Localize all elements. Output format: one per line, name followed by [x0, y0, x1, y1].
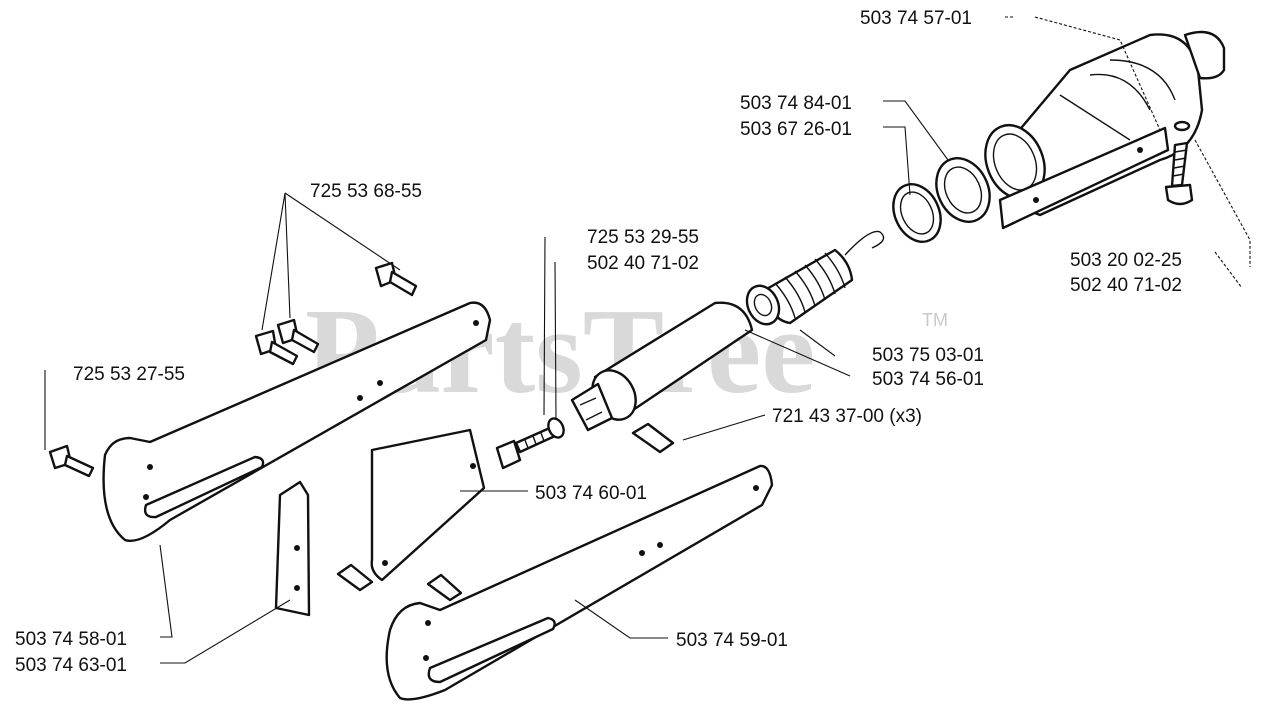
leader-lines	[44, 16, 1251, 664]
bushing-rings-part[interactable]	[884, 150, 999, 250]
label-502-40-71-02-b[interactable]: 502 40 71-02	[1070, 275, 1182, 296]
label-725-53-68-55[interactable]: 725 53 68-55	[310, 181, 422, 202]
bracket-screw-part[interactable]	[1164, 120, 1194, 206]
label-503-74-63-01[interactable]: 503 74 63-01	[15, 655, 127, 676]
side-plate-part[interactable]	[274, 480, 311, 617]
mounting-plate-part[interactable]	[370, 428, 486, 582]
mount-screw-part-1[interactable]	[374, 261, 418, 297]
center-bolt-part[interactable]	[495, 416, 567, 470]
label-503-67-26-01[interactable]: 503 67 26-01	[740, 119, 852, 140]
mount-screw-part-3[interactable]	[254, 329, 299, 366]
label-503-74-60-01[interactable]: 503 74 60-01	[535, 483, 647, 504]
pin-part-3[interactable]	[426, 573, 463, 602]
pin-part-2[interactable]	[336, 563, 374, 592]
tension-spring-part[interactable]	[741, 230, 885, 329]
label-503-74-56-01[interactable]: 503 74 56-01	[872, 369, 984, 390]
label-725-53-29-55[interactable]: 725 53 29-55	[587, 227, 699, 248]
label-503-20-02-25[interactable]: 503 20 02-25	[1070, 250, 1182, 271]
label-725-53-27-55[interactable]: 725 53 27-55	[73, 364, 185, 385]
label-503-74-84-01[interactable]: 503 74 84-01	[740, 93, 852, 114]
label-502-40-71-02-a[interactable]: 502 40 71-02	[587, 253, 699, 274]
label-503-75-03-01[interactable]: 503 75 03-01	[872, 345, 984, 366]
spring-housing-part[interactable]	[570, 301, 754, 432]
mount-screw-part-2[interactable]	[276, 318, 320, 354]
upper-handle-bar-part[interactable]	[102, 301, 492, 542]
lower-handle-bar-part[interactable]	[385, 464, 774, 701]
handle-tube-part[interactable]	[975, 30, 1226, 230]
part-labels: 503 74 57-01 503 74 84-01 503 67 26-01 7…	[15, 8, 1182, 676]
label-721-43-37-00[interactable]: 721 43 37-00 (x3)	[772, 406, 922, 427]
label-503-74-59-01[interactable]: 503 74 59-01	[676, 630, 788, 651]
label-503-74-58-01[interactable]: 503 74 58-01	[15, 629, 127, 650]
pin-part-1[interactable]	[631, 422, 675, 454]
label-503-74-57-01[interactable]: 503 74 57-01	[860, 8, 972, 29]
watermark-trademark: TM	[922, 310, 948, 330]
side-screw-part[interactable]	[48, 444, 95, 478]
